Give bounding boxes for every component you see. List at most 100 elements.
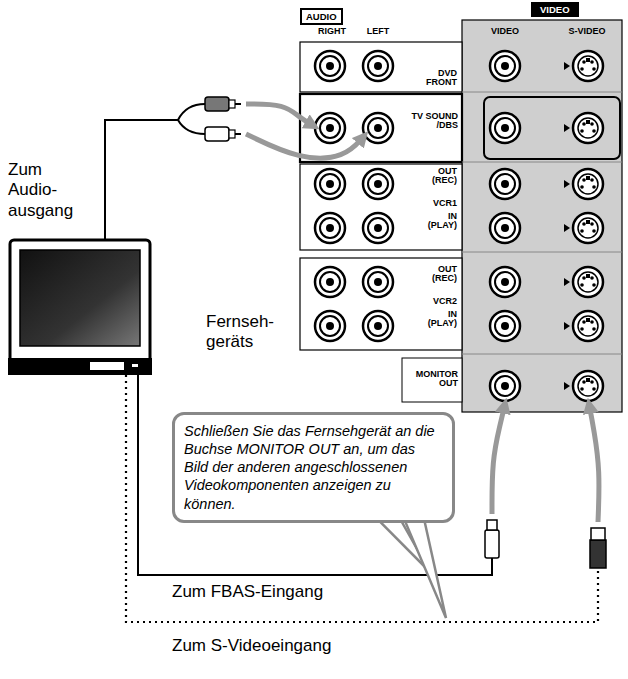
rca-jack-pin <box>326 322 334 330</box>
rca-jack-ring <box>320 56 340 76</box>
rca-jack <box>363 51 393 81</box>
rca-plug <box>205 97 229 111</box>
video-group-divider <box>462 354 622 355</box>
rca-jack <box>363 113 393 143</box>
rca-jack <box>315 311 345 341</box>
s-video-jack-ring <box>578 376 598 396</box>
s-video-key <box>586 220 590 224</box>
s-video-plug <box>590 540 606 568</box>
rca-jack-pin <box>374 124 382 132</box>
rca-jack <box>363 311 393 341</box>
triangle-mark <box>564 382 570 390</box>
s-video-pin <box>592 229 596 233</box>
s-video-pin <box>590 60 594 64</box>
rca-jack-ring <box>320 218 340 238</box>
tv-sound-video-box <box>484 97 620 159</box>
s-video-jack <box>573 371 603 401</box>
rca-jack-pin <box>501 124 509 132</box>
rca-jack-ring <box>368 272 388 292</box>
audio-group-box <box>300 164 462 250</box>
rca-jack <box>315 267 345 297</box>
jack-label: OUT (REC) <box>421 265 457 284</box>
rca-jack-ring <box>495 174 515 194</box>
s-video-pin <box>592 327 596 331</box>
rca-jack <box>490 113 520 143</box>
rca-jack-pin <box>501 322 509 330</box>
s-video-key <box>586 274 590 278</box>
jack-label: TV SOUND /DBS <box>400 112 458 131</box>
connection-arrow <box>492 404 505 514</box>
rca-jack-ring <box>368 56 388 76</box>
s-video-plug-tip <box>591 528 605 540</box>
s-video-pin <box>580 327 584 331</box>
s-video-pin <box>592 67 596 71</box>
s-video-jack-ring <box>578 316 598 336</box>
rca-jack-pin <box>326 278 334 286</box>
rca-plug <box>205 127 229 141</box>
rca-jack <box>490 51 520 81</box>
s-video-pin <box>592 387 596 391</box>
jack-label: S-VIDEO <box>556 27 618 36</box>
node-text: VIDEO <box>540 4 570 15</box>
rca-jack-pin <box>326 180 334 188</box>
video-group-divider <box>462 252 622 253</box>
s-video-jack <box>573 51 603 81</box>
rca-jack-pin <box>374 322 382 330</box>
jack-label: IN (PLAY) <box>418 310 457 329</box>
rca-jack <box>315 113 345 143</box>
s-video-jack-ring <box>578 118 598 138</box>
s-video-pin <box>580 185 584 189</box>
composite-plug <box>485 530 499 558</box>
video-group-divider <box>462 162 622 163</box>
monitor-label-box <box>402 358 462 402</box>
rca-jack <box>363 213 393 243</box>
node-text: Schließen Sie das Fernsehgerät an die Bu… <box>184 422 443 513</box>
s-video-pin <box>580 67 584 71</box>
s-video-jack <box>573 267 603 297</box>
s-video-pin <box>580 229 584 233</box>
jack-label: VCR2 <box>412 297 457 306</box>
triangle-mark <box>564 224 570 232</box>
s-video-pin <box>590 222 594 226</box>
rca-jack <box>363 267 393 297</box>
rca-jack-ring <box>320 174 340 194</box>
s-video-key <box>586 318 590 322</box>
callout-tail <box>404 519 446 618</box>
s-video-pin <box>590 122 594 126</box>
s-video-pin <box>582 178 586 182</box>
rca-jack-pin <box>501 278 509 286</box>
section-label: AUDIO <box>300 8 343 25</box>
triangle-mark <box>564 180 570 188</box>
rca-jack <box>315 169 345 199</box>
s-video-key <box>586 58 590 62</box>
caption-label: Zum Audio- ausgang <box>8 160 88 221</box>
section-label: VIDEO <box>531 2 579 17</box>
video-group-divider <box>462 92 622 93</box>
rca-plug-collar <box>229 130 235 138</box>
s-video-pin <box>590 276 594 280</box>
s-video-pin <box>582 222 586 226</box>
s-video-pin <box>592 185 596 189</box>
triangle-mark <box>564 62 570 70</box>
rca-jack <box>490 169 520 199</box>
tv-indicator <box>132 364 138 367</box>
rca-jack-pin <box>501 180 509 188</box>
tv-body <box>10 240 150 362</box>
jack-label: IN (PLAY) <box>418 212 457 231</box>
rca-jack <box>490 267 520 297</box>
tv-screen <box>20 250 140 346</box>
s-video-jack-ring <box>578 56 598 76</box>
rca-plug-tip <box>235 103 241 105</box>
rca-jack <box>315 51 345 81</box>
s-video-pin <box>592 283 596 287</box>
connection-arrow <box>246 104 314 126</box>
rca-jack <box>363 169 393 199</box>
rca-jack-ring <box>368 118 388 138</box>
tv-panel <box>90 362 124 370</box>
s-video-pin <box>582 122 586 126</box>
jack-label: RIGHT <box>312 27 352 36</box>
s-video-key <box>586 176 590 180</box>
triangle-mark <box>564 124 570 132</box>
node-text: AUDIO <box>306 11 337 22</box>
caption-label: Zum FBAS-Eingang <box>172 582 392 602</box>
